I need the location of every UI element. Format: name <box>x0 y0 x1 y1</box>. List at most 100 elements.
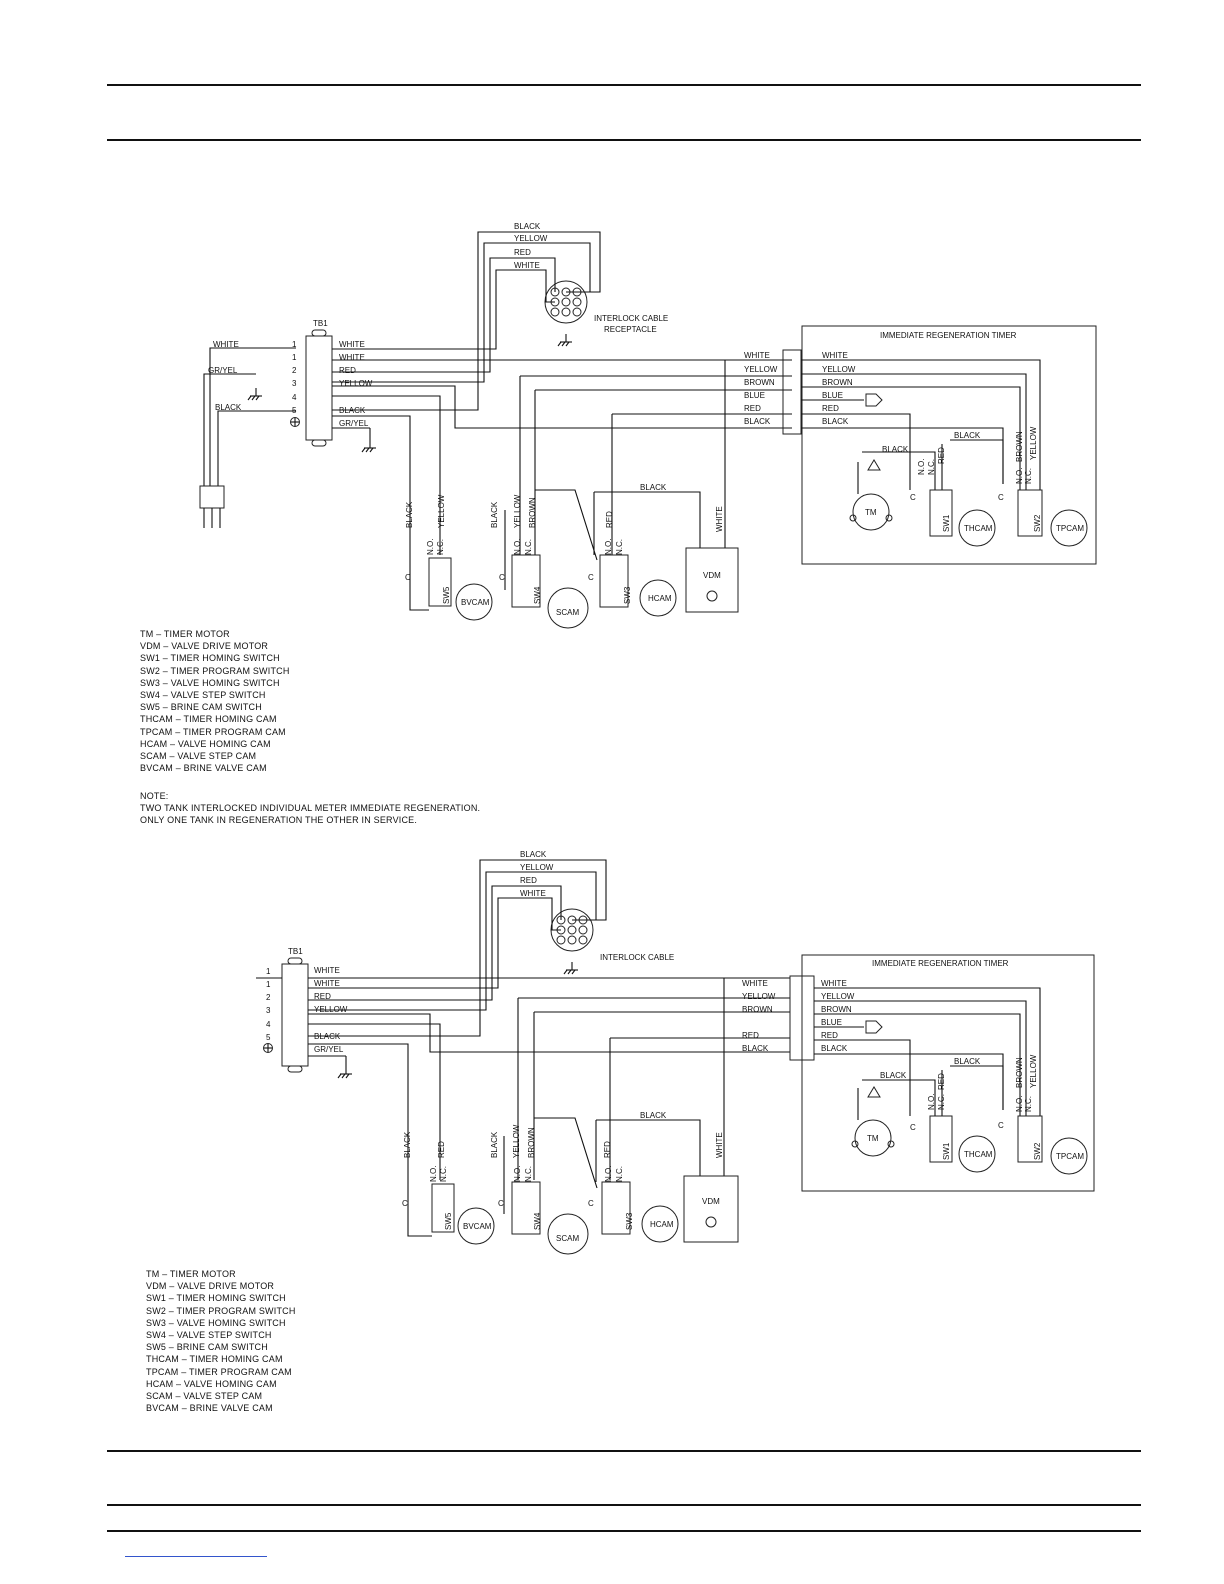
switch-label: C <box>998 1121 1004 1130</box>
sw3-label: SW3 <box>625 1212 634 1230</box>
bottom-rule-2 <box>107 1504 1141 1506</box>
hcam-icon <box>641 1205 679 1243</box>
switch-label: N.C. <box>439 1166 448 1182</box>
brine-switch-sw5: BLACK YELLOW N.O. N.C. C SW5 BVCAM <box>405 494 493 621</box>
wire-label: BLUE <box>822 391 843 400</box>
terminal-block-tb1-2: TB1 1 1 2 3 4 5 WHITE WHITE RED YELLOW B… <box>256 947 353 1079</box>
thcam-icon <box>958 1135 996 1173</box>
wire-label: RED <box>937 447 946 464</box>
terminal-number: 1 <box>292 340 297 349</box>
sw2-label: SW2 <box>1033 514 1042 532</box>
bvcam-icon <box>457 1207 495 1245</box>
tm-label: TM <box>865 508 877 517</box>
wire-label: WHITE <box>822 351 848 360</box>
wire-label: RED <box>520 876 537 885</box>
switch-label: N.O. <box>429 1166 438 1182</box>
bottom-rule-3 <box>107 1530 1141 1532</box>
switch-label: N.O. <box>1015 468 1024 484</box>
legend-item: SW1 – TIMER HOMING SWITCH <box>140 653 280 664</box>
ground-terminal-icon <box>263 1043 273 1053</box>
terminal-number: 2 <box>292 366 297 375</box>
timer-title: IMMEDIATE REGENERATION TIMER <box>872 959 1009 968</box>
switch-label: N.C. <box>436 539 445 555</box>
timer-title: IMMEDIATE REGENERATION TIMER <box>880 331 1017 340</box>
wire-label: RED <box>603 1141 612 1158</box>
terminal-number: 1 <box>292 353 297 362</box>
wire-label: RED <box>605 511 614 528</box>
legend-item: SW3 – VALVE HOMING SWITCH <box>146 1317 286 1328</box>
switch-label: N.O. <box>513 1166 522 1182</box>
timer-box: IMMEDIATE REGENERATION TIMER WHITE YELLO… <box>744 325 1097 565</box>
wire-label: YELLOW <box>742 992 776 1001</box>
switch-label: C <box>910 1123 916 1132</box>
sw1-label: SW1 <box>942 1142 951 1160</box>
legend-item: THCAM – TIMER HOMING CAM <box>140 714 277 725</box>
note-line: TWO TANK INTERLOCKED INDIVIDUAL METER IM… <box>140 803 481 813</box>
wire-label: BLACK <box>744 417 771 426</box>
vdm-shaft-icon <box>705 1216 717 1228</box>
wire-label: RED <box>744 404 761 413</box>
terminal-number: 4 <box>266 1020 271 1029</box>
footer-link[interactable] <box>125 1556 267 1557</box>
wire-label: BLUE <box>744 391 765 400</box>
legend-item: TPCAM – TIMER PROGRAM CAM <box>140 726 286 737</box>
wire-label: BLACK <box>490 501 499 528</box>
terminal-number: 1 <box>266 980 271 989</box>
bvcam-icon <box>455 583 493 621</box>
sw5-label: SW5 <box>442 586 451 604</box>
terminal-number: 4 <box>292 393 297 402</box>
tb1-label: TB1 <box>313 319 328 328</box>
vdm-label: VDM <box>703 571 721 580</box>
wire-label: BLACK <box>742 1044 769 1053</box>
wire-label: BLACK <box>514 222 541 231</box>
valve-drive-motor: VDM WHITE <box>685 506 739 613</box>
legend-item: SW3 – VALVE HOMING SWITCH <box>140 677 280 688</box>
switch-label: C <box>498 1199 504 1208</box>
wire-label: WHITE <box>715 1132 724 1158</box>
legend-item: VDM – VALVE DRIVE MOTOR <box>146 1281 275 1292</box>
vdm-shaft-icon <box>706 590 718 602</box>
ground-terminal-icon <box>290 417 300 427</box>
wire-label: WHITE <box>821 979 847 988</box>
thcam-icon <box>958 509 996 547</box>
wire-label: BLACK <box>954 1057 981 1066</box>
scam-icon <box>547 587 589 629</box>
label: GR/YEL <box>208 366 238 375</box>
wire-label: YELLOW <box>744 365 778 374</box>
switch-label: N.C. <box>1024 1096 1033 1112</box>
switch-label: N.O. <box>1015 1096 1024 1112</box>
wire-label: GR/YEL <box>339 419 369 428</box>
tpcam-label: TPCAM <box>1056 1152 1084 1161</box>
valve-drive-motor-2: VDM WHITE <box>683 1132 739 1243</box>
switch-label: N.C. <box>1024 468 1033 484</box>
legend-item: BVCAM – BRINE VALVE CAM <box>140 763 267 774</box>
wire-label: BLACK <box>821 1044 848 1053</box>
switch-label: N.O. <box>927 1094 936 1110</box>
switch-label: C <box>499 573 505 582</box>
wire-label: RED <box>314 992 331 1001</box>
wire-label: RED <box>437 1141 446 1158</box>
legend-item: BVCAM – BRINE VALVE CAM <box>146 1403 273 1414</box>
homing-switch-sw3: RED N.O. N.C. C SW3 HCAM BLACK <box>588 483 701 617</box>
wire-label: WHITE <box>744 351 770 360</box>
tpcam-icon <box>1050 509 1088 547</box>
wire-label: BLACK <box>640 1111 667 1120</box>
wire-label: BLACK <box>882 445 909 454</box>
wire-label: WHITE <box>514 261 540 270</box>
terminal-number: 5 <box>266 1033 271 1042</box>
thcam-label: THCAM <box>964 524 993 533</box>
switch-label: N.C. <box>937 1094 946 1110</box>
switch-label: C <box>998 493 1004 502</box>
wire-label: YELLOW <box>1029 1054 1038 1088</box>
terminal-number: 5 <box>292 406 297 415</box>
wire-label: RED <box>514 248 531 257</box>
wire-label: BLACK <box>520 850 547 859</box>
legend-item: SW5 – BRINE CAM SWITCH <box>140 702 262 713</box>
switch-label: N.O. <box>604 1166 613 1182</box>
scam-label: SCAM <box>556 1234 579 1243</box>
wire-label: YELLOW <box>822 365 856 374</box>
terminal-number: 3 <box>292 379 297 388</box>
switch-label: N.C. <box>524 1166 533 1182</box>
wire-label: BLACK <box>403 1131 412 1158</box>
